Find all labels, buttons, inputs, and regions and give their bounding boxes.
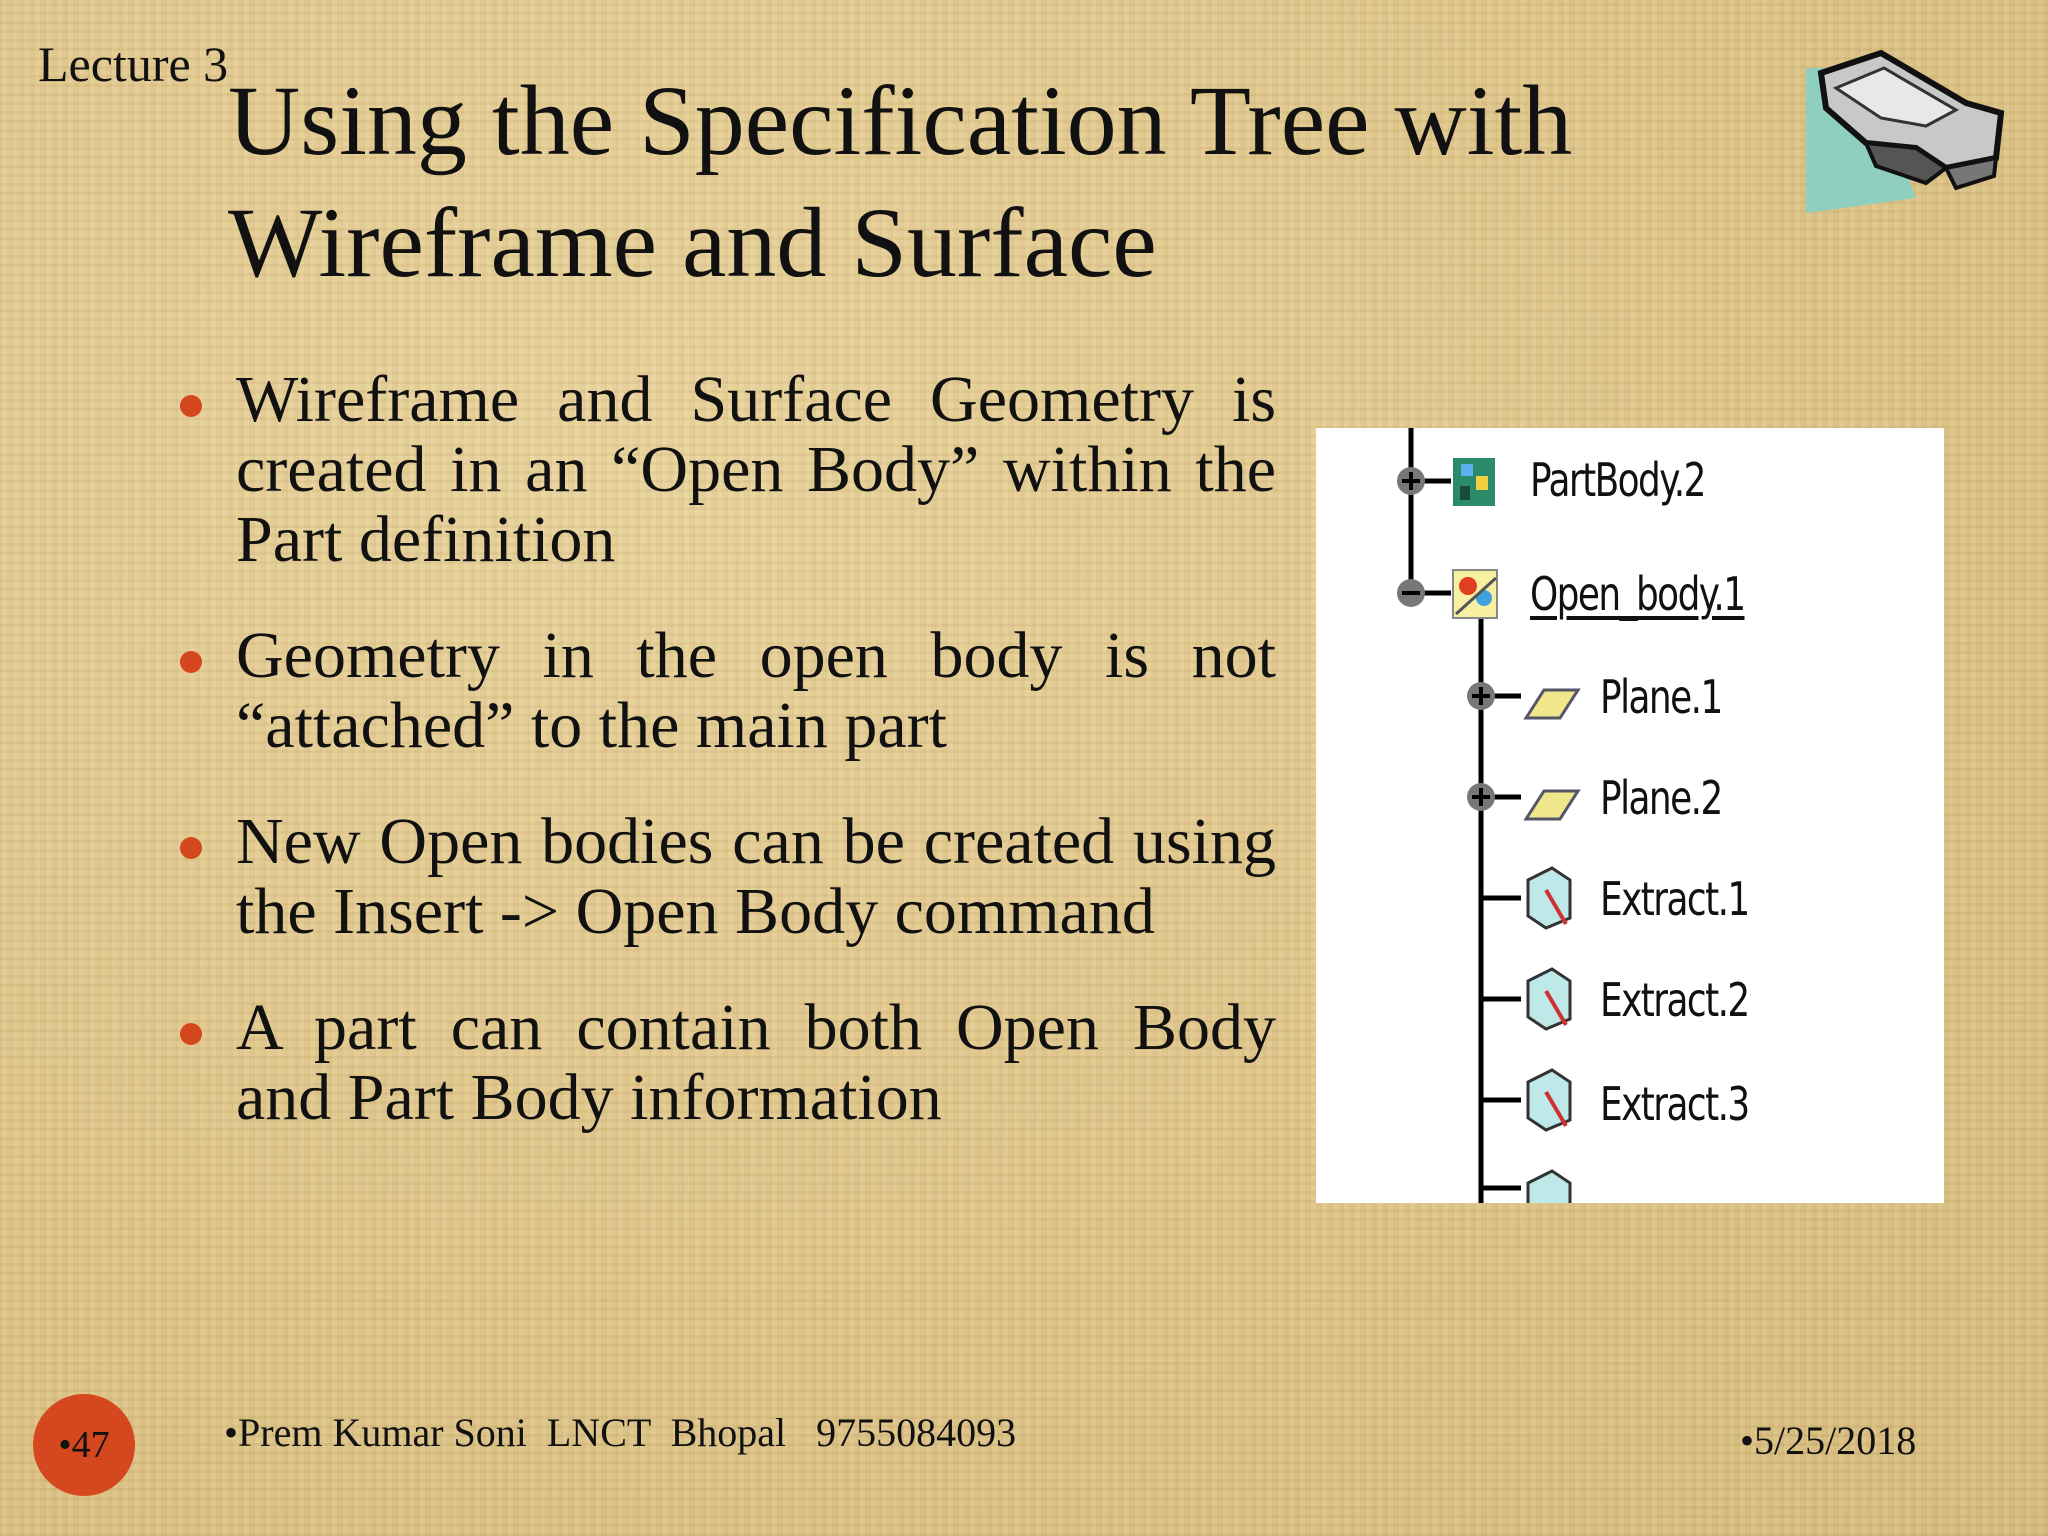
bullet-dot-icon: [180, 395, 202, 417]
bullet-item: Geometry in the open body is not “attach…: [170, 621, 1276, 761]
open-body-icon: [1452, 569, 1498, 619]
page-number-badge: •47: [33, 1394, 135, 1496]
bullet-text: Wireframe and Surface Geometry is create…: [236, 363, 1276, 576]
footer-author: •Prem Kumar Soni LNCT Bhopal 9755084093: [224, 1410, 1017, 1455]
tree-node-extract-1[interactable]: Extract.1: [1600, 872, 1750, 926]
plane-icon: [1523, 789, 1581, 821]
bullet-list: Wireframe and Surface Geometry is create…: [170, 365, 1276, 1179]
extract-icon: [1526, 866, 1572, 930]
extract-icon: [1526, 1169, 1572, 1203]
slide-title: Using the Specification Tree with Wirefr…: [228, 60, 1728, 304]
plane-icon: [1523, 688, 1581, 720]
expand-plus-icon[interactable]: [1467, 682, 1495, 710]
bullet-text: A part can contain both Open Body and Pa…: [236, 991, 1276, 1134]
title-line-1: Using the Specification Tree with: [228, 65, 1573, 176]
expand-plus-icon[interactable]: [1467, 783, 1495, 811]
collapse-minus-icon[interactable]: [1397, 579, 1425, 607]
tree-node-extract-2[interactable]: Extract.2: [1600, 973, 1750, 1027]
partbody-icon: [1453, 458, 1495, 506]
bullet-item: New Open bodies can be created using the…: [170, 807, 1276, 947]
extract-icon: [1526, 1068, 1572, 1132]
bullet-text: Geometry in the open body is not “attach…: [236, 619, 1276, 762]
bullet-dot-icon: [180, 1023, 202, 1045]
tree-node-plane-2[interactable]: Plane.2: [1600, 771, 1723, 825]
catia-surface-logo-icon: [1806, 49, 2005, 213]
lecture-label: Lecture 3: [38, 36, 229, 92]
bullet-text: New Open bodies can be created using the…: [236, 805, 1276, 948]
tree-node-partbody[interactable]: PartBody.2: [1530, 453, 1706, 507]
footer-date: •5/25/2018: [1740, 1418, 1917, 1463]
tree-connector-lines: [1397, 428, 1581, 1203]
title-line-2: Wireframe and Surface: [228, 187, 1157, 298]
expand-plus-icon[interactable]: [1397, 467, 1425, 495]
tree-node-open-body[interactable]: Open_body.1: [1530, 567, 1746, 621]
bullet-dot-icon: [180, 837, 202, 859]
specification-tree-screenshot: PartBody.2 Open_body.1 Plane.1 Plane.2 E…: [1316, 428, 1944, 1203]
extract-icon: [1526, 967, 1572, 1031]
bullet-item: Wireframe and Surface Geometry is create…: [170, 365, 1276, 575]
bullet-item: A part can contain both Open Body and Pa…: [170, 993, 1276, 1133]
bullet-dot-icon: [180, 651, 202, 673]
tree-node-plane-1[interactable]: Plane.1: [1600, 670, 1723, 724]
tree-node-extract-3[interactable]: Extract.3: [1600, 1077, 1750, 1131]
page-number: •47: [58, 1424, 110, 1466]
